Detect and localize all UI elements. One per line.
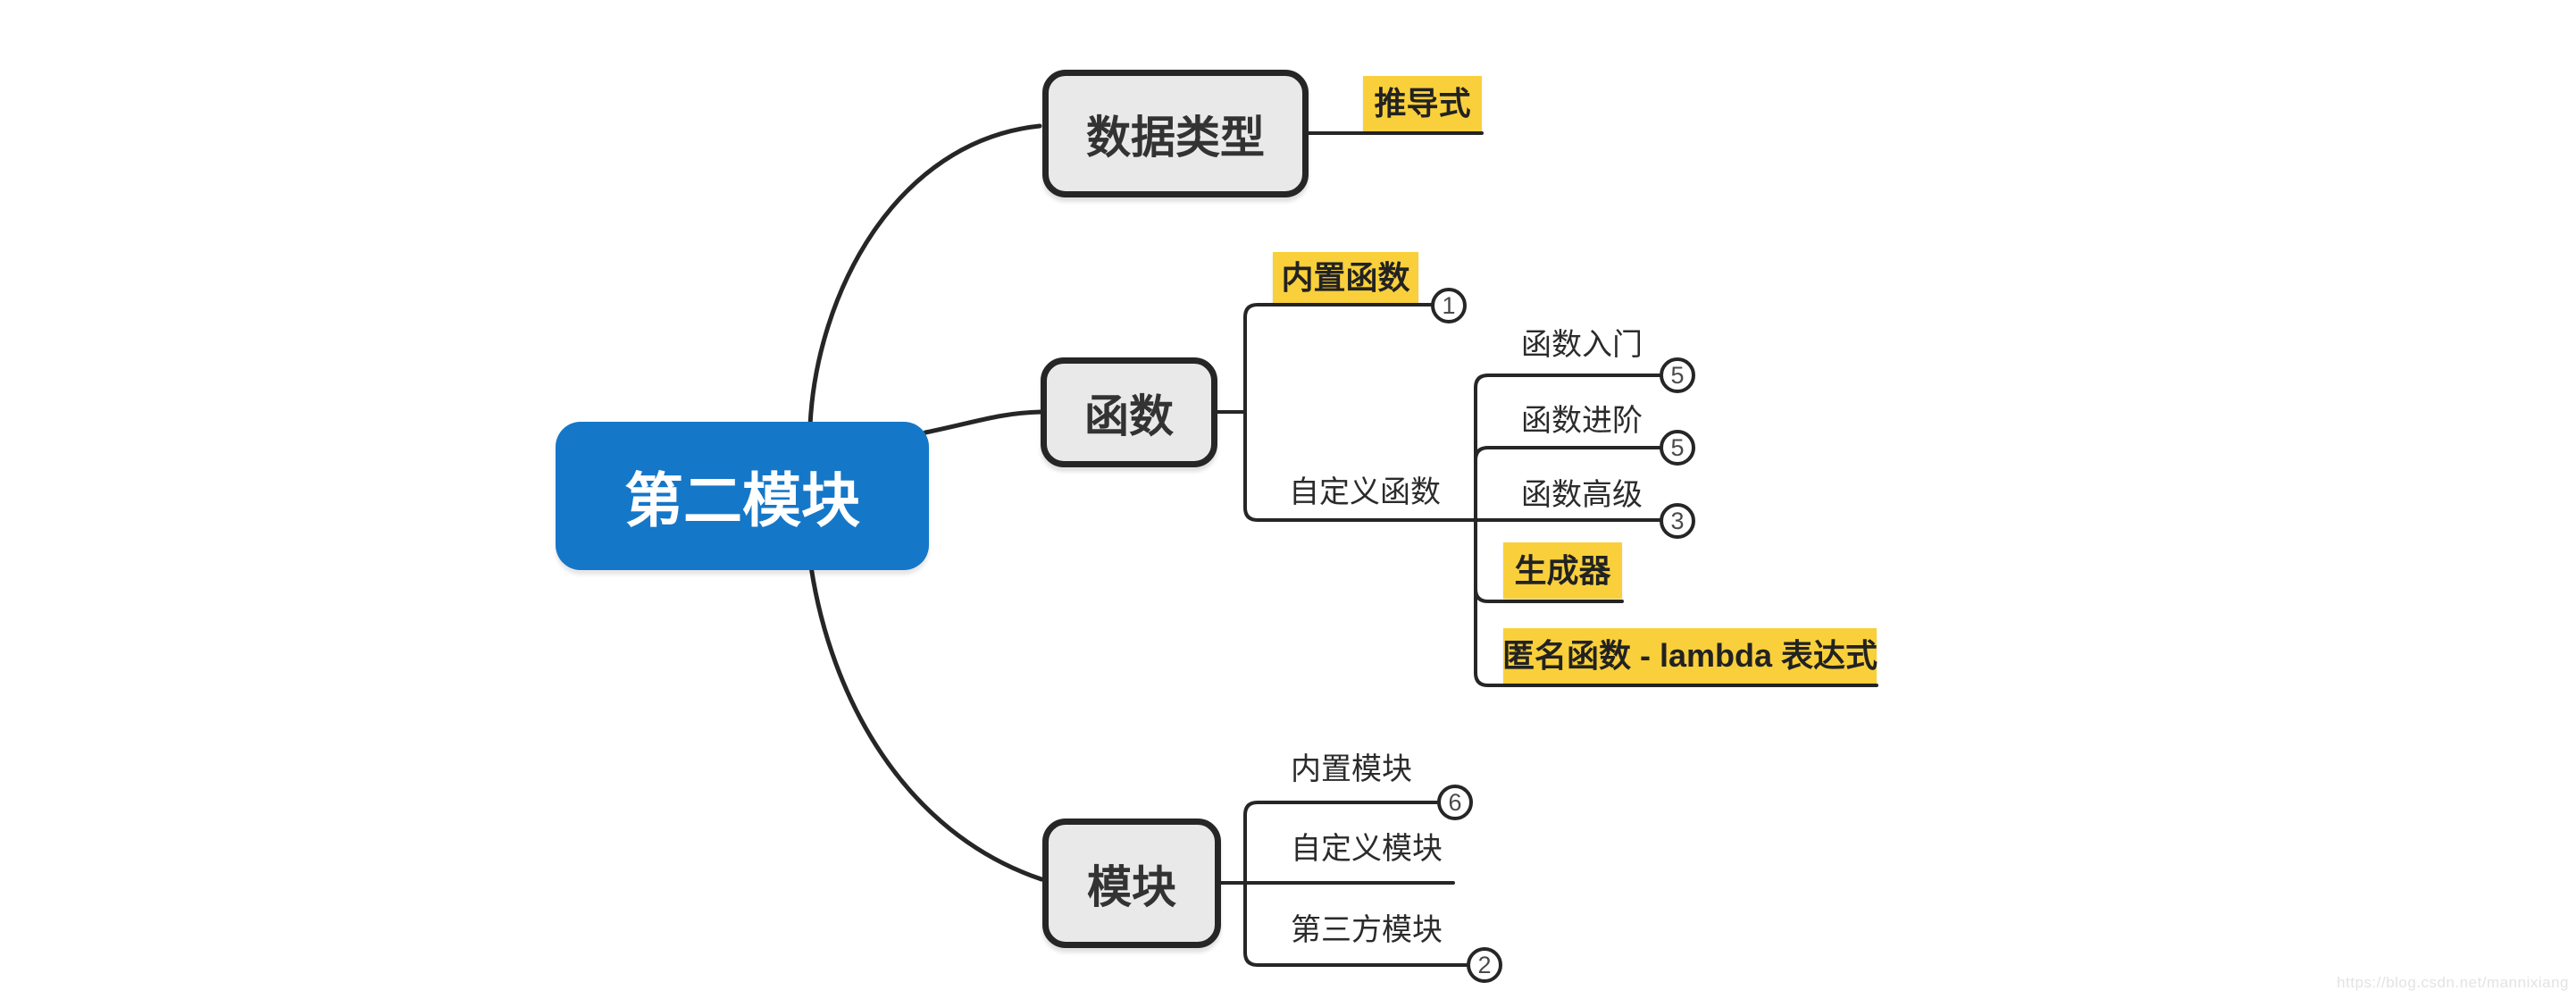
line-lambda bbox=[1474, 518, 1878, 687]
node-functions[interactable]: 函数 bbox=[1041, 357, 1217, 467]
node-modules[interactable]: 模块 bbox=[1042, 819, 1221, 948]
line-hanshu-jinjie bbox=[1474, 446, 1661, 522]
leaf-comprehension[interactable]: 推导式 bbox=[1363, 76, 1482, 131]
leaf-function-intro[interactable]: 函数入门 bbox=[1521, 328, 1643, 362]
badge-builtin-functions-count[interactable]: 1 bbox=[1431, 288, 1467, 323]
leaf-function-advanced-2[interactable]: 函数高级 bbox=[1521, 478, 1643, 512]
line-disanfang-mokuai bbox=[1243, 881, 1468, 967]
line-hanshu-rumen bbox=[1474, 374, 1661, 522]
badge-function-advanced1-count[interactable]: 5 bbox=[1660, 430, 1695, 466]
leaf-builtin-modules[interactable]: 内置模块 bbox=[1291, 752, 1412, 786]
curve-root-to-function bbox=[923, 409, 1043, 435]
badge-builtin-modules-count[interactable]: 6 bbox=[1437, 785, 1473, 820]
leaf-thirdparty-modules[interactable]: 第三方模块 bbox=[1291, 913, 1443, 947]
badge-function-intro-count[interactable]: 5 bbox=[1660, 357, 1695, 393]
line-neizhi-hanshu bbox=[1243, 303, 1434, 414]
badge-thirdparty-modules-count[interactable]: 2 bbox=[1467, 947, 1502, 983]
line-zidingyi-hanshu bbox=[1243, 410, 1661, 522]
watermark: https://blog.csdn.net/mannixiang bbox=[2337, 974, 2569, 991]
leaf-custom-functions[interactable]: 自定义函数 bbox=[1289, 475, 1441, 509]
curve-root-to-datatype bbox=[807, 123, 1042, 428]
line-neizhi-mokuai bbox=[1243, 801, 1439, 885]
leaf-function-advanced-1[interactable]: 函数进阶 bbox=[1521, 404, 1643, 438]
leaf-custom-modules[interactable]: 自定义模块 bbox=[1291, 832, 1443, 866]
node-root-topic[interactable]: 第二模块 bbox=[556, 422, 929, 570]
leaf-lambda-expression[interactable]: 匿名函数 - lambda 表达式 bbox=[1502, 628, 1878, 684]
leaf-builtin-functions[interactable]: 内置函数 bbox=[1273, 252, 1418, 303]
badge-function-advanced2-count[interactable]: 3 bbox=[1660, 503, 1695, 539]
leaf-generator[interactable]: 生成器 bbox=[1503, 542, 1622, 599]
node-data-types[interactable]: 数据类型 bbox=[1042, 70, 1309, 197]
curve-root-to-module bbox=[808, 564, 1044, 882]
